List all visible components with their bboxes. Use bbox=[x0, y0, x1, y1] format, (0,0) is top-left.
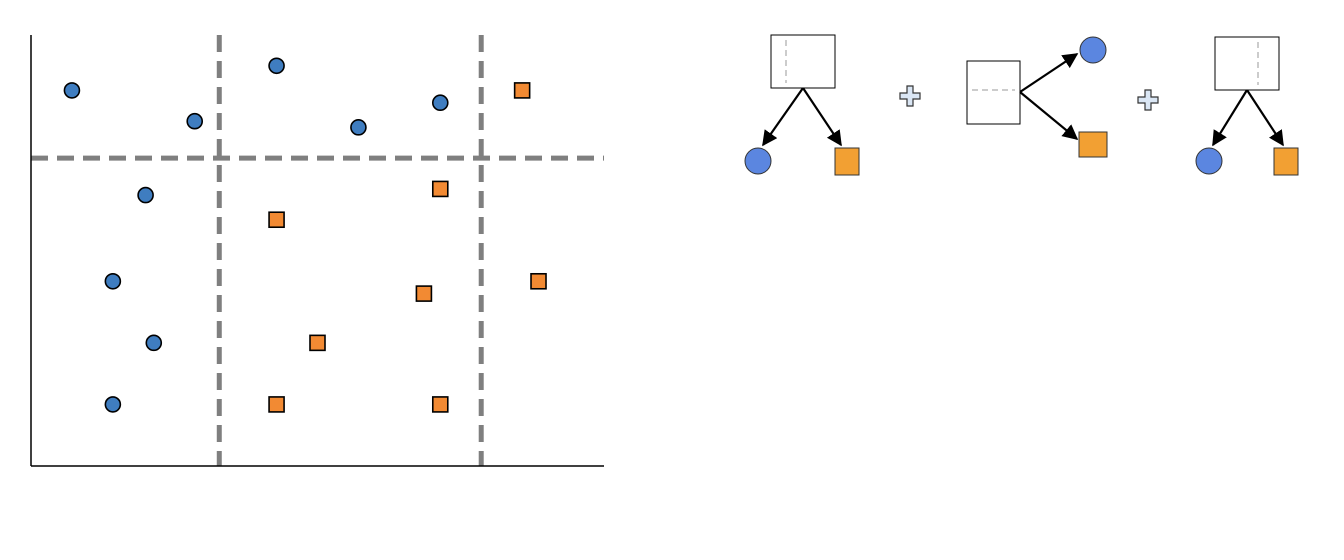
square-point bbox=[431, 180, 449, 198]
square-point bbox=[268, 396, 285, 413]
circle-point bbox=[63, 82, 81, 99]
square-point bbox=[415, 285, 433, 302]
stump-1-right-edge bbox=[802, 87, 842, 147]
stump-3-left-edge bbox=[1212, 89, 1248, 147]
stump-3-split-node bbox=[1214, 36, 1280, 91]
circle-point bbox=[186, 112, 204, 130]
stump-1-circle-leaf bbox=[744, 147, 772, 175]
scatter-panel bbox=[30, 35, 604, 467]
plus-icon bbox=[899, 85, 921, 107]
stump-2-circle-leaf bbox=[1079, 36, 1107, 64]
circle-point bbox=[145, 334, 163, 352]
stump-3-right-edge bbox=[1246, 89, 1284, 147]
circle-point bbox=[350, 119, 367, 136]
square-point bbox=[530, 272, 547, 290]
stump-3 bbox=[1195, 36, 1299, 176]
stump-1-left-edge bbox=[762, 87, 804, 147]
square-point bbox=[513, 82, 531, 99]
square-point bbox=[431, 396, 449, 413]
stump-2-split-node bbox=[966, 60, 1021, 125]
stump-2-lower-edge bbox=[1019, 91, 1079, 140]
data-points bbox=[63, 57, 547, 413]
square-point bbox=[268, 211, 285, 229]
split-lines bbox=[31, 35, 604, 466]
circle-point bbox=[431, 94, 449, 112]
stump-1 bbox=[744, 34, 860, 176]
plus-icon bbox=[1137, 89, 1159, 111]
circle-point bbox=[268, 57, 285, 75]
stump-3-circle-leaf bbox=[1195, 147, 1223, 175]
stump-2-square-leaf bbox=[1078, 131, 1108, 158]
square-point bbox=[309, 334, 326, 352]
stump-2 bbox=[966, 36, 1108, 158]
stump-1-square-leaf bbox=[834, 147, 860, 176]
circle-point bbox=[137, 186, 154, 204]
stump-ensemble bbox=[744, 34, 1299, 176]
circle-point bbox=[104, 396, 122, 413]
stump-2-upper-edge bbox=[1019, 53, 1079, 93]
plot-axes bbox=[30, 35, 604, 467]
stump-1-split-node bbox=[770, 34, 836, 89]
circle-point bbox=[104, 272, 122, 290]
stump-3-square-leaf bbox=[1273, 147, 1299, 176]
